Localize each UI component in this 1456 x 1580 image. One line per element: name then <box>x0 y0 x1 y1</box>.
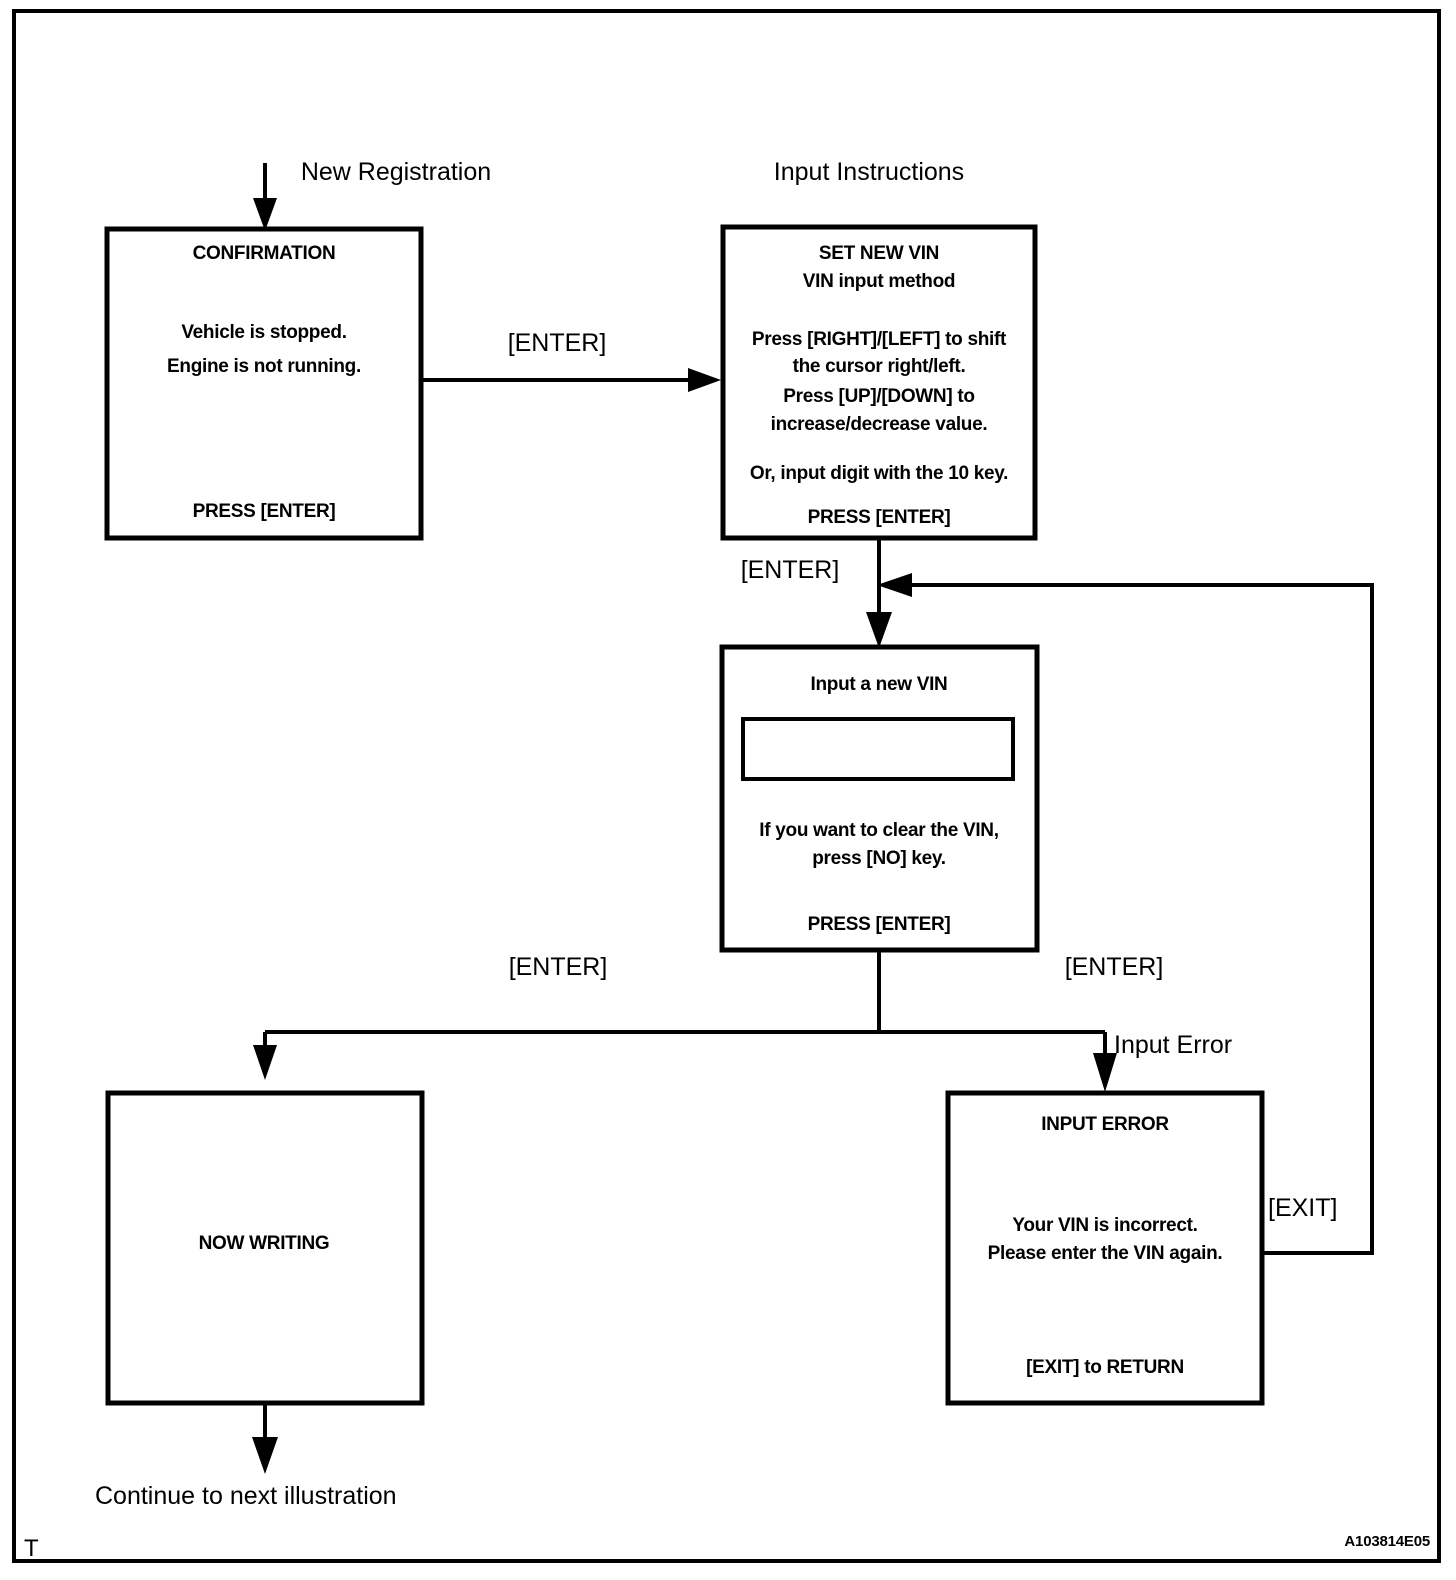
input-error-footer: [EXIT] to RETURN <box>1026 1357 1184 1378</box>
input-vin-body-line-2: press [NO] key. <box>812 848 945 869</box>
input-vin-body-line-1: If you want to clear the VIN, <box>759 820 998 841</box>
set-new-vin-body-line-3: Press [UP]/[DOWN] to <box>783 386 974 407</box>
corner-mark-t: T <box>24 1535 39 1562</box>
screen-now-writing <box>105 1090 425 1406</box>
error-feedback-arrowhead <box>877 573 912 597</box>
setvin-to-inputvin-arrowhead <box>866 612 892 648</box>
label-enter-1: [ENTER] <box>508 329 607 357</box>
input-vin-footer: PRESS [ENTER] <box>808 914 951 935</box>
entry-arrowhead <box>253 198 277 231</box>
confirmation-title: CONFIRMATION <box>193 243 336 264</box>
input-error-body-line-1: Your VIN is incorrect. <box>1012 1215 1197 1236</box>
label-new-registration: New Registration <box>301 158 491 186</box>
vin-input-field[interactable] <box>741 717 1015 781</box>
set-new-vin-body-line-5: Or, input digit with the 10 key. <box>750 463 1008 484</box>
set-new-vin-body-line-2: the cursor right/left. <box>793 356 966 377</box>
label-enter-4: [ENTER] <box>1065 953 1164 981</box>
label-enter-2: [ENTER] <box>741 556 840 584</box>
set-new-vin-footer: PRESS [ENTER] <box>808 507 951 528</box>
label-input-instructions: Input Instructions <box>774 158 964 186</box>
error-feedback-connector <box>897 583 1374 1255</box>
set-new-vin-subtitle: VIN input method <box>803 271 955 292</box>
set-new-vin-body-line-1: Press [RIGHT]/[LEFT] to shift <box>752 329 1007 350</box>
label-enter-3: [ENTER] <box>509 953 608 981</box>
label-exit: [EXIT] <box>1268 1194 1337 1222</box>
confirmation-body-line-2: Engine is not running. <box>167 356 361 377</box>
now-writing-exit-arrowhead <box>252 1437 278 1474</box>
input-vin-title: Input a new VIN <box>811 674 948 695</box>
input-error-body-line-2: Please enter the VIN again. <box>988 1243 1223 1264</box>
confirmation-footer: PRESS [ENTER] <box>193 501 336 522</box>
figure-id-code: A103814E05 <box>1344 1533 1430 1550</box>
page-border <box>12 9 1441 1563</box>
branch-left-arrowhead <box>253 1045 277 1080</box>
screen-confirmation <box>104 226 424 541</box>
input-error-title: INPUT ERROR <box>1041 1114 1169 1135</box>
label-input-error: Input Error <box>1114 1031 1232 1059</box>
set-new-vin-body-line-4: increase/decrease value. <box>771 414 988 435</box>
confirmation-to-setvin-arrowhead <box>688 368 721 392</box>
now-writing-title: NOW WRITING <box>199 1233 330 1254</box>
branch-right-arrowhead <box>1093 1053 1117 1092</box>
set-new-vin-title: SET NEW VIN <box>819 243 939 264</box>
screen-set-new-vin <box>720 224 1038 541</box>
confirmation-body-line-1: Vehicle is stopped. <box>181 322 346 343</box>
screen-input-error <box>945 1090 1265 1406</box>
label-continue: Continue to next illustration <box>95 1482 397 1510</box>
